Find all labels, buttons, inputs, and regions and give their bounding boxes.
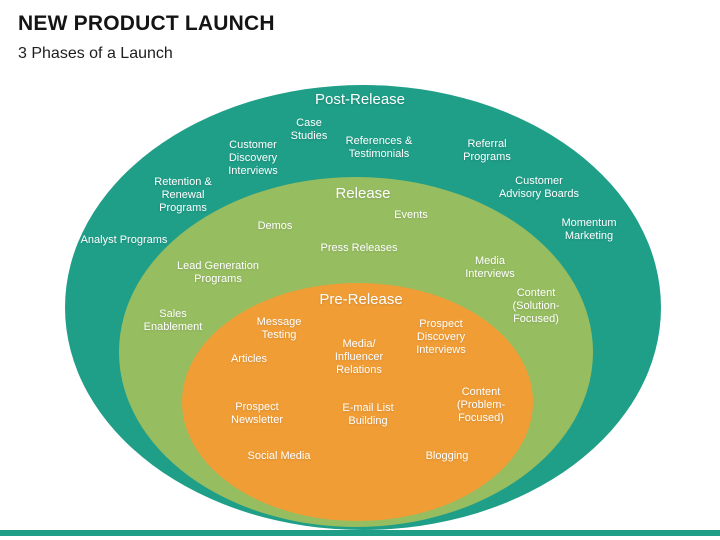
label-analyst-programs: Analyst Programs	[80, 234, 168, 246]
post-release-title: Post-Release	[314, 91, 406, 108]
pre-release-title: Pre-Release	[319, 291, 403, 308]
label-retention-renewal-programs: Retention & Renewal Programs	[154, 176, 212, 214]
label-events: Events	[394, 209, 428, 221]
label-prospect-discovery-interviews: Prospect Discovery Interviews	[416, 318, 466, 356]
release-title: Release	[335, 185, 391, 202]
label-referral-programs: Referral Programs	[463, 138, 511, 163]
label-customer-advisory-boards: Customer Advisory Boards	[498, 175, 580, 200]
label-customer-discovery-interviews: Customer Discovery Interviews	[228, 139, 278, 177]
label-blogging: Blogging	[425, 450, 469, 462]
label-email-list-building: E-mail List Building	[342, 402, 394, 427]
label-demos: Demos	[257, 220, 293, 232]
label-case-studies: Case Studies	[290, 117, 328, 142]
footer-accent-bar	[0, 530, 720, 536]
label-content-solution-focused: Content (Solution- Focused)	[512, 287, 560, 325]
label-message-testing: Message Testing	[256, 316, 302, 341]
label-press-releases: Press Releases	[320, 242, 398, 254]
label-articles: Articles	[230, 353, 268, 365]
label-sales-enablement: Sales Enablement	[143, 308, 203, 333]
pre-release-ellipse	[182, 283, 533, 521]
slide-header: NEW PRODUCT LAUNCH 3 Phases of a Launch	[18, 12, 275, 63]
label-lead-generation-programs: Lead Generation Programs	[177, 260, 259, 285]
label-content-problem-focused: Content (Problem- Focused)	[456, 386, 506, 424]
page-title: NEW PRODUCT LAUNCH	[18, 12, 275, 35]
label-media-interviews: Media Interviews	[465, 255, 515, 280]
page-subtitle: 3 Phases of a Launch	[18, 45, 173, 62]
label-prospect-newsletter: Prospect Newsletter	[231, 401, 283, 426]
label-social-media: Social Media	[247, 450, 311, 462]
label-media-influencer-relations: Media/ Influencer Relations	[334, 338, 384, 376]
label-references-testimonials: References & Testimonials	[345, 135, 413, 160]
label-momentum-marketing: Momentum Marketing	[561, 217, 617, 242]
